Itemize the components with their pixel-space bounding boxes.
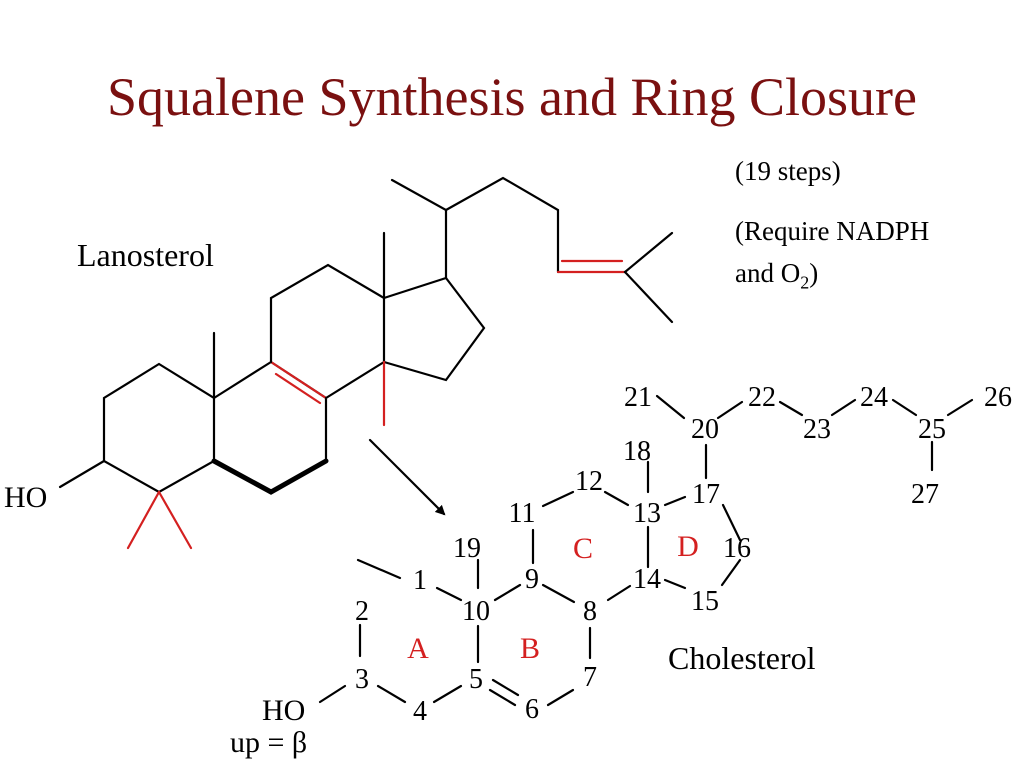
lanosterol-gem-methyl-1-red [126, 490, 161, 550]
chol-bond-13-17 [663, 495, 687, 507]
chol-bond-9-8 [541, 583, 576, 604]
lanosterol-side-chain-b [444, 176, 560, 274]
chol-bond-5-6-double [488, 688, 517, 707]
atom-number-16: 16 [723, 533, 751, 564]
chol-bond-1-10 [435, 586, 463, 602]
atom-number-15: 15 [691, 586, 719, 617]
chol-bond-12-13 [603, 490, 630, 507]
lanosterol-label: Lanosterol [77, 237, 214, 273]
chol-bond-20-22 [716, 400, 744, 420]
lanosterol-gem-methyl-2-red [157, 490, 193, 550]
cholesterol-label: Cholesterol [668, 640, 816, 676]
atom-number-17: 17 [692, 479, 720, 510]
lanosterol-structure: HO Lanosterol [4, 176, 674, 550]
ring-label-d: D [677, 530, 699, 563]
chol-bond-7-6 [546, 688, 575, 707]
lanosterol-terminal-methyl-2 [623, 270, 674, 324]
steps-note: (19 steps) [735, 156, 841, 186]
chol-bond-21-20 [655, 394, 686, 420]
lanosterol-ring-d [382, 276, 486, 382]
lanosterol-ring-c [269, 263, 386, 400]
chol-bond-3-4 [376, 684, 407, 704]
ring-label-b: B [520, 632, 540, 665]
chol-bond-11-12 [541, 490, 575, 508]
reaction-arrow [368, 438, 446, 516]
atom-number-1: 1 [413, 565, 427, 596]
atom-number-25: 25 [918, 414, 946, 445]
chol-hydroxyl-bond [318, 684, 347, 704]
atom-number-18: 18 [623, 436, 651, 467]
ring-label-a: A [407, 632, 429, 665]
atom-number-27: 27 [911, 479, 939, 510]
require-note-close: ) [809, 258, 819, 288]
atom-number-10: 10 [462, 596, 490, 627]
lanosterol-hydroxyl-bond [58, 459, 106, 489]
chol-bond-17-16 [721, 503, 742, 542]
chol-bond-2-1 [356, 558, 402, 580]
atom-number-4: 4 [413, 696, 427, 727]
lanosterol-side-chain-a [390, 178, 448, 280]
cholesterol-structure: 1 2 3 4 5 6 7 8 9 10 11 12 13 14 15 16 1… [230, 382, 1012, 759]
oxygen-subscript: 2 [800, 272, 810, 293]
require-note-line1: (Require NADPH [735, 216, 930, 246]
chol-bond-10-9 [493, 583, 522, 602]
atom-number-19: 19 [453, 533, 481, 564]
atom-number-5: 5 [469, 664, 483, 695]
lanosterol-ring-b [212, 360, 328, 463]
lanosterol-ring-a [102, 362, 216, 494]
chol-bond-25-26 [946, 398, 974, 417]
chol-bond-16-15 [720, 558, 742, 587]
lanosterol-terminal-methyl-1 [623, 231, 674, 274]
chol-bond-5-6 [491, 678, 520, 697]
lanosterol-double-bond-red [269, 360, 328, 400]
stereo-note: up = β [230, 726, 307, 759]
atom-number-24: 24 [860, 382, 888, 413]
atom-number-3: 3 [355, 664, 369, 695]
atom-number-14: 14 [633, 564, 661, 595]
atom-number-2: 2 [355, 596, 369, 627]
atom-number-20: 20 [691, 414, 719, 445]
lanosterol-ho-label: HO [4, 481, 47, 514]
lanosterol-double-bond-red-inner [274, 372, 322, 405]
chol-bond-24-25 [891, 398, 918, 417]
chol-bond-8-14 [606, 584, 632, 602]
atom-number-22: 22 [748, 382, 776, 413]
chol-bond-22-23 [778, 400, 804, 417]
chol-bond-14-15 [663, 578, 687, 590]
chol-bond-23-24 [830, 398, 857, 417]
chol-bond-4-5 [432, 684, 463, 704]
atom-number-9: 9 [525, 564, 539, 595]
cholesterol-ho-label: HO [262, 694, 305, 727]
require-note-text: and O [735, 258, 801, 288]
atom-number-8: 8 [583, 596, 597, 627]
atom-number-12: 12 [575, 466, 603, 497]
atom-number-7: 7 [583, 662, 597, 693]
ring-label-c: C [573, 532, 593, 565]
lanosterol-ring-b-wedge [211, 458, 329, 495]
require-note-line2: and O2) [735, 258, 818, 298]
atom-number-11: 11 [509, 498, 536, 529]
atom-number-26: 26 [984, 382, 1012, 413]
atom-number-21: 21 [624, 382, 652, 413]
atom-number-23: 23 [803, 414, 831, 445]
page-title: Squalene Synthesis and Ring Closure [107, 67, 917, 127]
atom-number-6: 6 [525, 694, 539, 725]
atom-number-13: 13 [633, 498, 661, 529]
